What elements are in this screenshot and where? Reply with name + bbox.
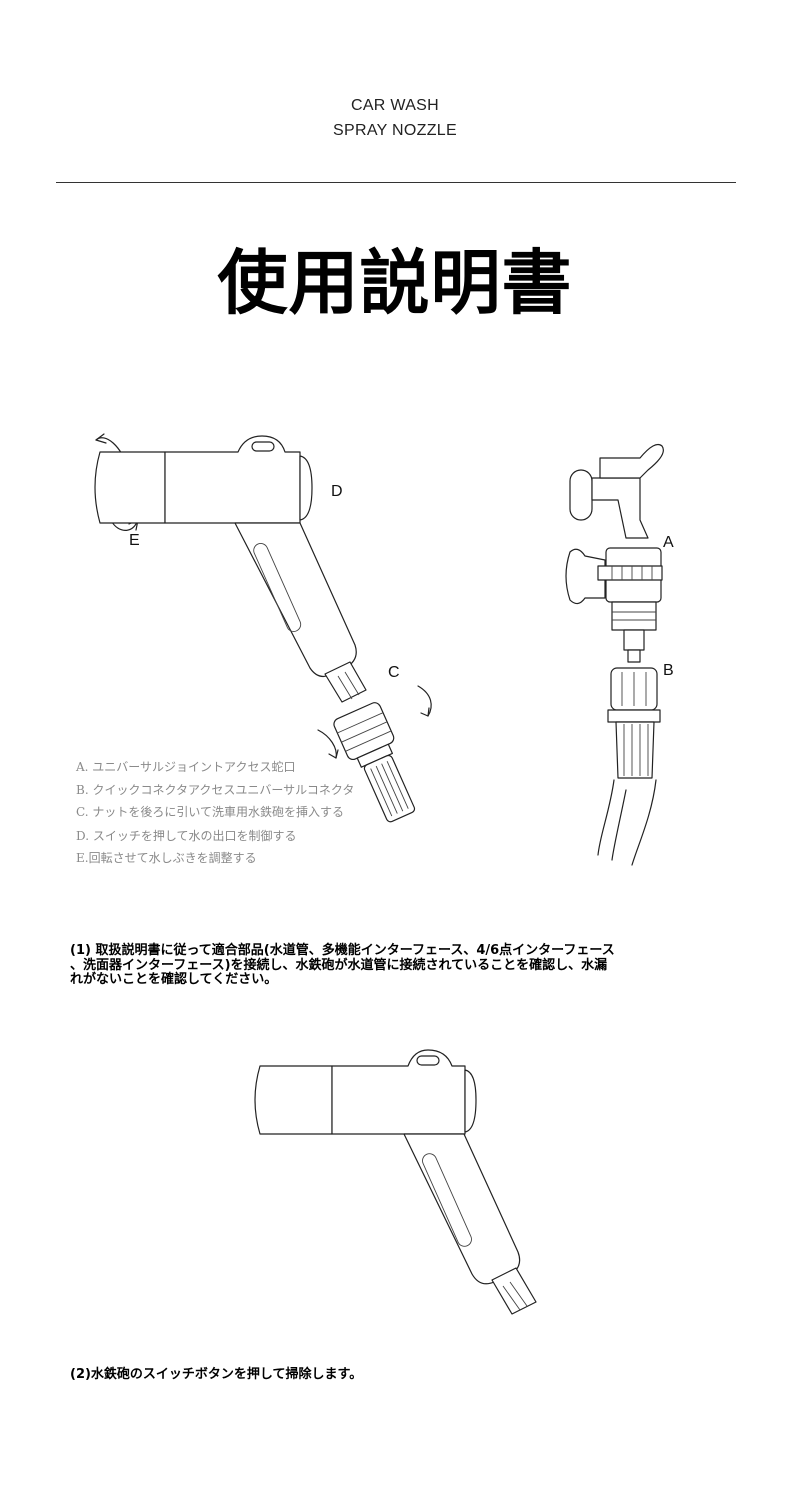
step-1-line-1: (1) 取扱説明書に従って適合部品(水道管、多機能インターフェース、4/6点イン… <box>70 943 615 958</box>
label-e: E <box>129 532 140 549</box>
label-d: D <box>331 483 343 500</box>
gun-body <box>164 435 301 524</box>
step-1-line-3: れがないことを確認してください。 <box>70 972 278 987</box>
label-c: C <box>388 664 400 681</box>
pull-arrow-icon <box>417 685 432 717</box>
step-2: (2)水鉄砲のスイッチボタンを押して掃除します。 <box>70 1367 363 1382</box>
nozzle-head <box>94 451 166 524</box>
spray-gun-diagram <box>94 433 664 866</box>
hose-connector <box>597 667 661 866</box>
brand-line-2: SPRAY NOZZLE <box>333 122 457 139</box>
legend-item-c: C. ナットを後ろに引いて洗車用水鉄砲を挿入する <box>76 805 345 819</box>
legend-item-d: D. スイッチを押して水の出口を制御する <box>76 829 297 843</box>
label-b: B <box>663 662 674 679</box>
step-1-line-2: 、洗面器インターフェース)を接続し、水鉄砲が水道管に接続されていることを確認し、… <box>70 958 608 973</box>
label-a: A <box>663 534 674 551</box>
quick-connector <box>333 702 416 823</box>
spray-gun-illustration <box>254 1049 537 1315</box>
legend-item-b: B. クイックコネクタアクセスユニバーサルコネクタ <box>76 783 355 797</box>
brand-line-1: CAR WASH <box>350 97 440 114</box>
faucet-assembly <box>565 443 664 663</box>
switch-button <box>299 455 313 521</box>
header-divider <box>56 182 736 183</box>
legend-item-a: A. ユニバーサルジョイントアクセス蛇口 <box>76 760 296 774</box>
page-title: 使用説明書 <box>217 242 573 324</box>
gun-handle <box>234 522 357 678</box>
legend-item-e: E.回転させて水しぶきを調整する <box>76 851 257 865</box>
